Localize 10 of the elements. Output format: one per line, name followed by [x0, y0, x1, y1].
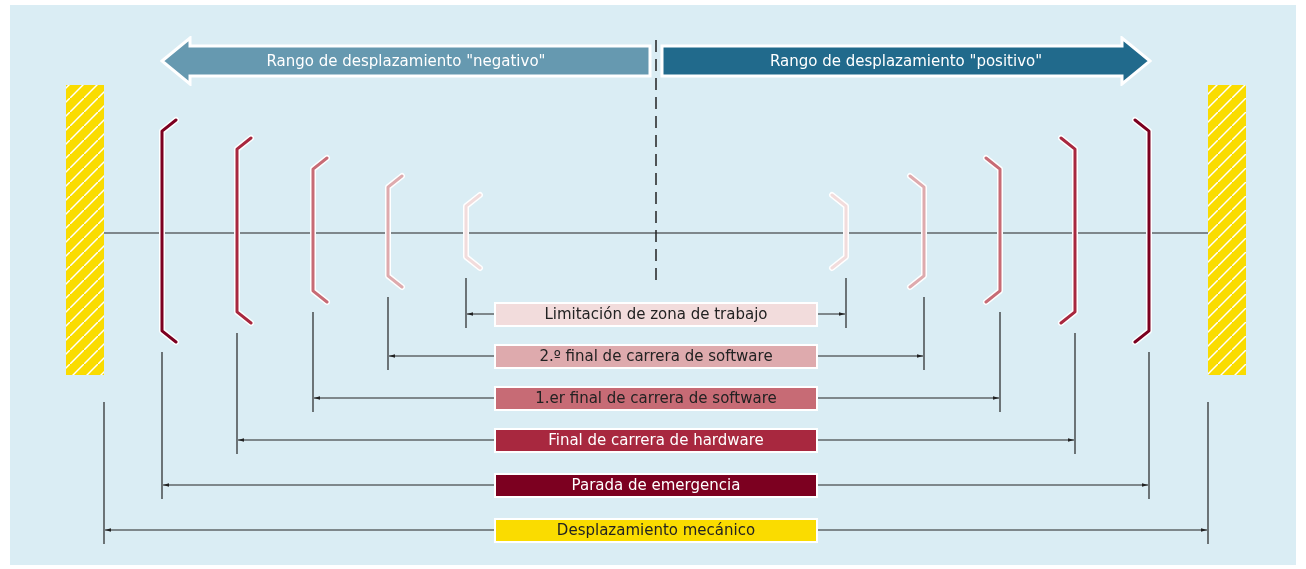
range-label: 1.er final de carrera de software [494, 385, 818, 411]
direction-arrow [660, 36, 1152, 86]
direction-arrow [160, 36, 652, 86]
range-label: 2.º final de carrera de software [494, 343, 818, 369]
range-label: Limitación de zona de trabajo [494, 301, 818, 327]
range-label: Desplazamiento mecánico [494, 517, 818, 543]
range-label: Parada de emergencia [494, 472, 818, 498]
range-label: Final de carrera de hardware [494, 427, 818, 453]
arrow-label: Rango de desplazamiento "negativo" [266, 52, 546, 70]
arrow-label: Rango de desplazamiento "positivo" [769, 52, 1043, 70]
